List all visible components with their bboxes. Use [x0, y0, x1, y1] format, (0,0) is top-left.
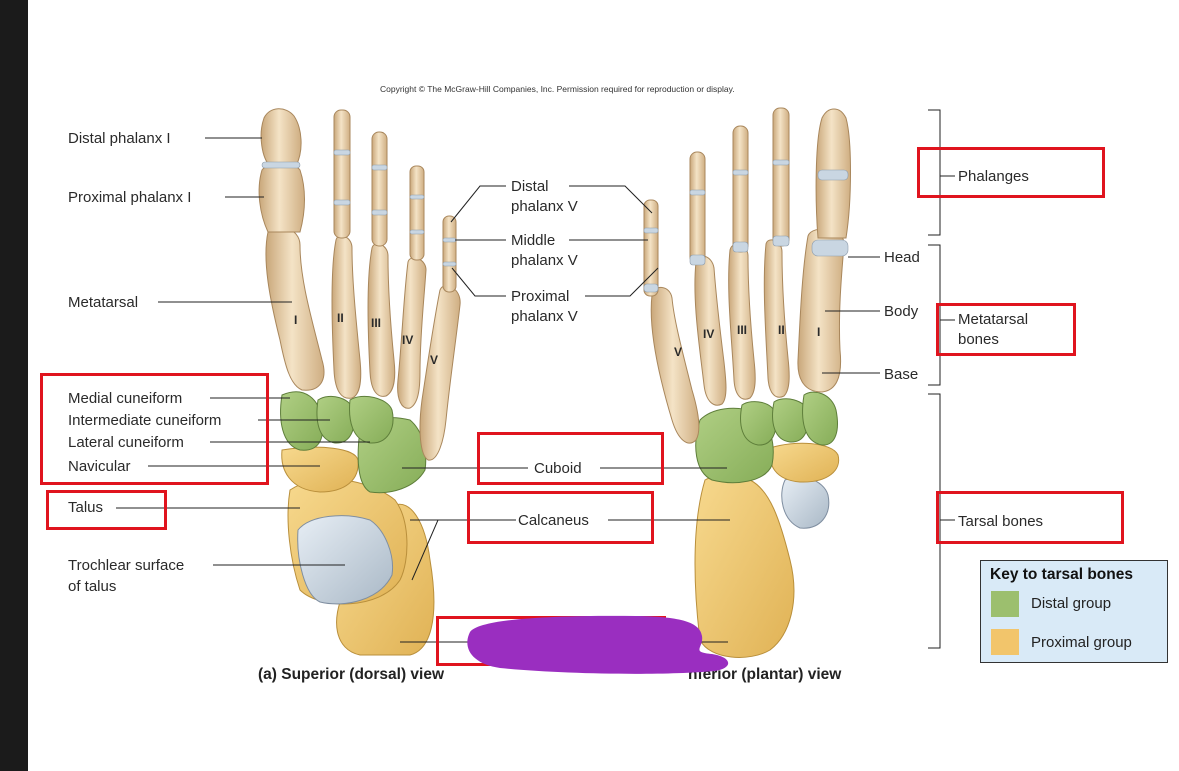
key-title: Key to tarsal bones: [990, 566, 1133, 583]
label-distal-phalanx-5-line2: phalanx V: [511, 198, 578, 215]
label-phalanges: Phalanges: [958, 168, 1029, 185]
inferior-lateral-cuneiform-shape: [740, 401, 777, 446]
highlight-box-cuboid: [477, 432, 664, 485]
label-middle-phalanx-5-line1: Middle: [511, 232, 556, 249]
superior-metatarsal-3: [367, 243, 396, 397]
inferior-metatarsal-4: [694, 255, 727, 406]
label-trochlear-line1: Trochlear surface: [68, 557, 185, 574]
highlight-box-tarsal-bones: [936, 491, 1124, 544]
label-head: Head: [884, 249, 920, 266]
key-swatch-proximal: [991, 629, 1019, 655]
highlight-box-cuneiforms-navicular: [40, 373, 269, 485]
highlight-box-phalanges: [917, 147, 1105, 198]
inferior-numeral-3: III: [737, 323, 748, 337]
inferior-medial-cuneiform-shape: [802, 391, 838, 446]
label-proximal-phalanx-5-line2: phalanx V: [511, 308, 578, 325]
key-label-distal: Distal group: [1031, 595, 1112, 612]
label-medial-cuneiform: Medial cuneiform: [68, 390, 183, 407]
label-proximal-phalanx-1: Proximal phalanx I: [68, 189, 192, 206]
label-proximal-phalanx-5-line1: Proximal: [511, 288, 570, 305]
label-metatarsal-bones-line1: Metatarsal: [958, 311, 1029, 328]
superior-phalanx-2: [333, 109, 351, 239]
inferior-numeral-4: IV: [703, 327, 715, 341]
inferior-numeral-5: V: [674, 345, 683, 359]
superior-metatarsal-4: [397, 257, 427, 409]
highlight-box-metatarsal-bones: [936, 303, 1076, 356]
superior-intermediate-cuneiform-shape: [316, 396, 355, 444]
superior-numeral-1: I: [294, 313, 298, 327]
superior-navicular-shape: [281, 446, 359, 493]
superior-numeral-5: V: [430, 353, 439, 367]
inferior-view-foot: [643, 107, 851, 658]
superior-trochlear-shape: [297, 515, 394, 605]
label-body: Body: [884, 303, 919, 320]
inferior-metatarsal-3: [728, 243, 756, 400]
superior-medial-cuneiform-shape: [280, 391, 324, 451]
inferior-numeral-1: I: [817, 325, 821, 339]
label-talus: Talus: [68, 499, 104, 516]
inferior-intermediate-cuneiform-shape: [772, 398, 809, 443]
label-distal-phalanx-1: Distal phalanx I: [68, 130, 171, 147]
superior-phalanx-3: [371, 131, 388, 247]
caption-superior-view: (a) Superior (dorsal) view: [258, 666, 445, 683]
superior-metatarsal-5: [419, 285, 461, 461]
inferior-metatarsal-5: [650, 287, 700, 444]
inferior-navicular-shape: [769, 442, 840, 483]
label-distal-phalanx-5-line1: Distal: [511, 178, 549, 195]
superior-numeral-3: III: [371, 316, 382, 330]
label-cuboid: Cuboid: [534, 460, 582, 477]
highlight-box-calcaneus: [467, 491, 654, 544]
label-tarsal-bones: Tarsal bones: [958, 513, 1044, 530]
label-intermediate-cuneiform: Intermediate cuneiform: [68, 412, 222, 429]
superior-view-foot: [258, 108, 461, 656]
leader-lines: [116, 109, 955, 649]
copyright-notice: Copyright © The McGraw-Hill Companies, I…: [380, 84, 735, 94]
caption-inferior-view: nferior (plantar) view: [688, 666, 842, 683]
label-navicular: Navicular: [68, 458, 131, 475]
label-lateral-cuneiform: Lateral cuneiform: [68, 434, 184, 451]
superior-numeral-4: IV: [402, 333, 414, 347]
highlight-box-talus: [46, 490, 167, 530]
inferior-metatarsal-2: [763, 239, 790, 398]
superior-phalanx-4: [409, 165, 425, 261]
label-middle-phalanx-5-line2: phalanx V: [511, 252, 578, 269]
label-metatarsal-bones-line2: bones: [958, 331, 999, 348]
superior-numeral-2: II: [337, 311, 344, 325]
label-base: Base: [884, 366, 919, 383]
superior-phalanx-5: [442, 215, 457, 293]
tarsal-bones-key: Key to tarsal bones Distal group Proxima…: [980, 560, 1168, 663]
superior-metatarsal-1: [265, 225, 325, 391]
superior-distal-phalanx-1: [260, 108, 302, 167]
label-trochlear-line2: of talus: [68, 578, 117, 595]
label-metatarsal: Metatarsal: [68, 294, 139, 311]
superior-metatarsal-2: [331, 235, 362, 399]
label-calcaneus: Calcaneus: [518, 512, 589, 529]
key-label-proximal: Proximal group: [1031, 634, 1132, 651]
key-swatch-distal: [991, 591, 1019, 617]
superior-lateral-cuneiform-shape: [349, 395, 394, 444]
left-dark-sidebar: [0, 0, 28, 771]
inferior-numeral-2: II: [778, 323, 785, 337]
